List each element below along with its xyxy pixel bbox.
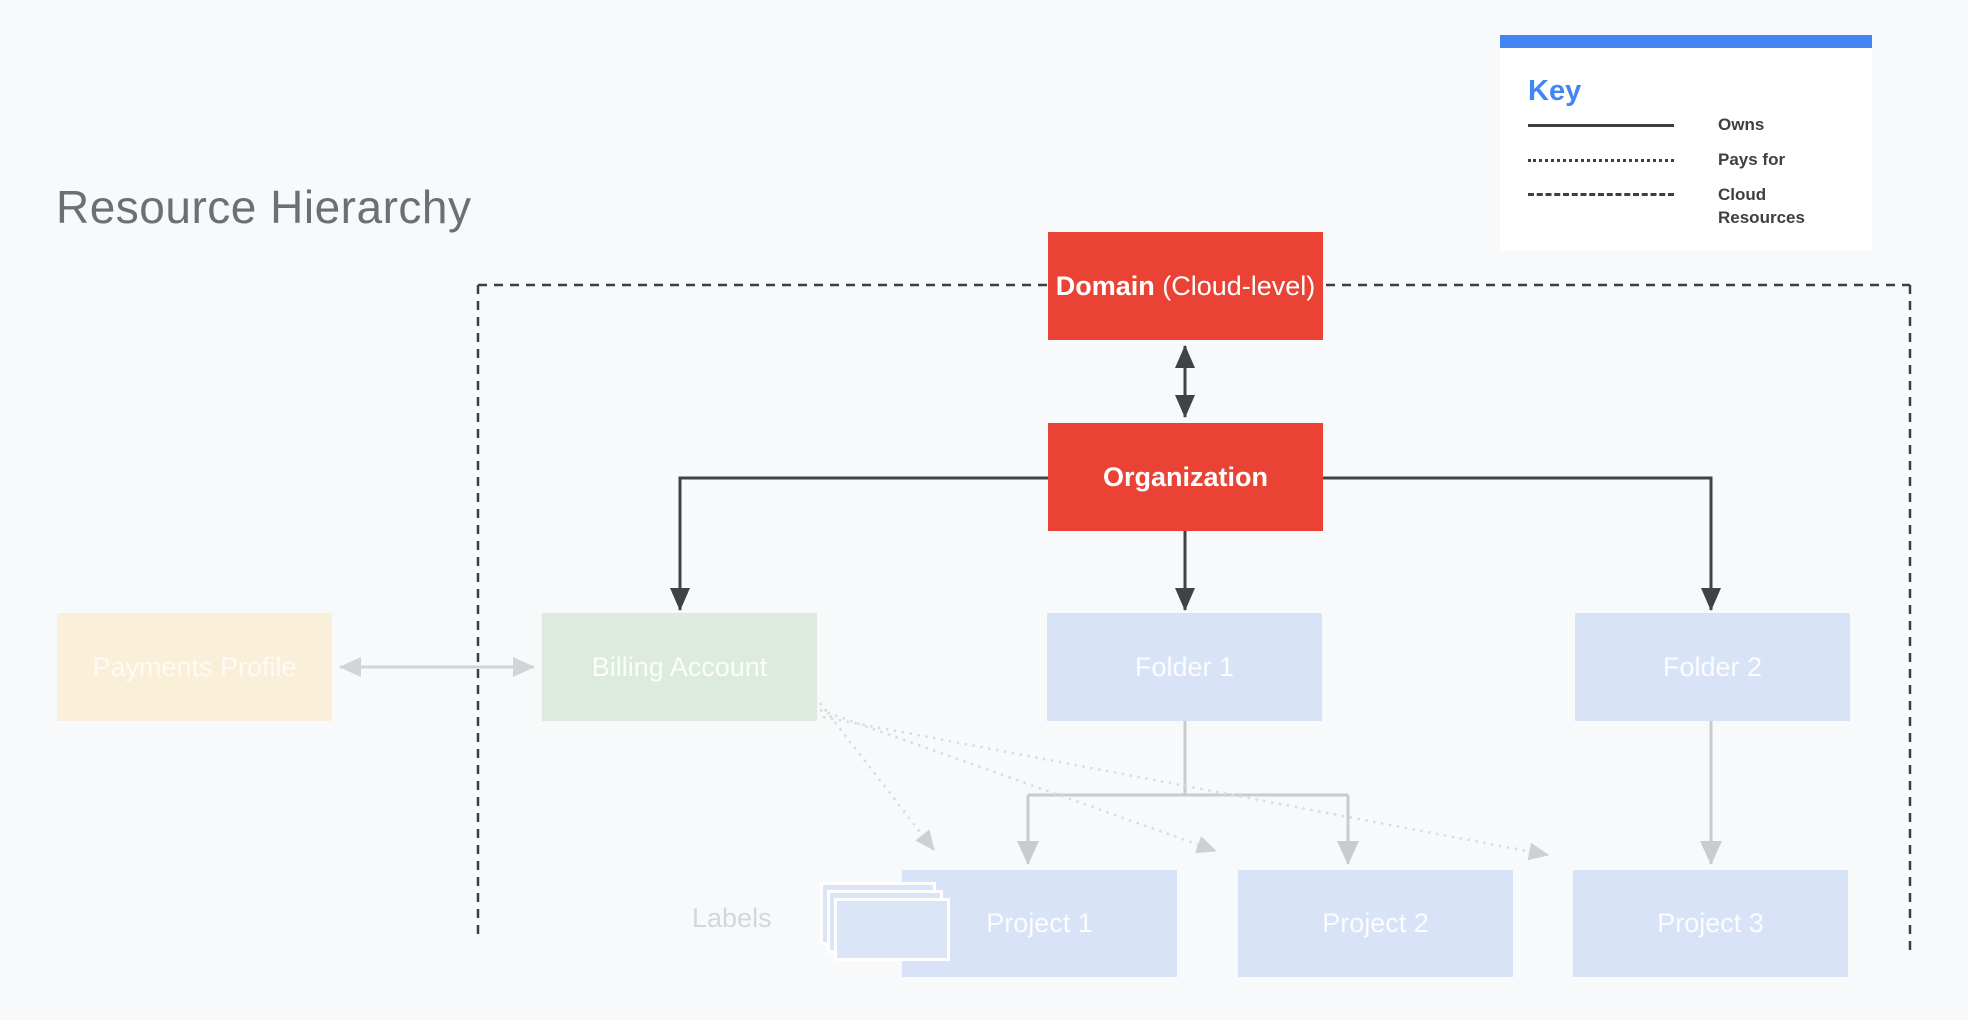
legend-item-pays-for: Pays for [1528, 143, 1848, 178]
pays-for-lines [819, 702, 1549, 861]
stacked-card-front [834, 898, 950, 961]
node-payments-profile: Payments Profile [57, 613, 332, 721]
node-project-3: Project 3 [1573, 870, 1848, 977]
node-billing-account: Billing Account [542, 613, 817, 721]
dotted-line-sample [1528, 158, 1674, 162]
legend-item-owns: Owns [1528, 108, 1848, 143]
node-project-2-label: Project 2 [1322, 908, 1429, 939]
node-project-2: Project 2 [1238, 870, 1513, 977]
node-project-3-label: Project 3 [1657, 908, 1764, 939]
node-domain-sub-label: (Cloud-level) [1162, 270, 1316, 301]
legend-label-owns: Owns [1718, 114, 1765, 134]
node-organization-label: Organization [1102, 461, 1268, 492]
dashed-line-sample [1528, 192, 1674, 196]
legend-item-cloud-resources: Cloud Resources [1528, 184, 1848, 230]
node-folder-1-label: Folder 1 [1134, 651, 1235, 682]
labels-caption: Labels [692, 903, 772, 933]
folder-project-connectors [1017, 721, 1722, 865]
key-legend: Key Owns Pays for Cloud Resources [1500, 35, 1872, 250]
node-folder-2-label: Folder 2 [1662, 651, 1763, 682]
legend-label-cloud-resources: Cloud Resources [1718, 184, 1805, 227]
legend-label-pays-for: Pays for [1718, 149, 1786, 169]
solid-line-sample [1528, 123, 1674, 127]
node-domain: Domain (Cloud-level) [1048, 232, 1323, 340]
node-payments-profile-label: Payments Profile [92, 651, 297, 682]
node-organization: Organization [1048, 423, 1323, 531]
node-folder-2: Folder 2 [1575, 613, 1850, 721]
page-title: Resource Hierarchy [56, 181, 472, 233]
node-domain-bold-label: Domain [1055, 270, 1155, 301]
cloud-resources-boundary [476, 283, 1912, 952]
node-billing-account-label: Billing Account [591, 651, 768, 682]
owns-arrows [670, 345, 1721, 611]
key-title: Key [1528, 75, 1582, 107]
key-accent-bar [1500, 35, 1872, 48]
node-folder-1: Folder 1 [1047, 613, 1322, 721]
stacked-cards-icon [820, 882, 954, 964]
node-project-1-label: Project 1 [986, 908, 1093, 939]
